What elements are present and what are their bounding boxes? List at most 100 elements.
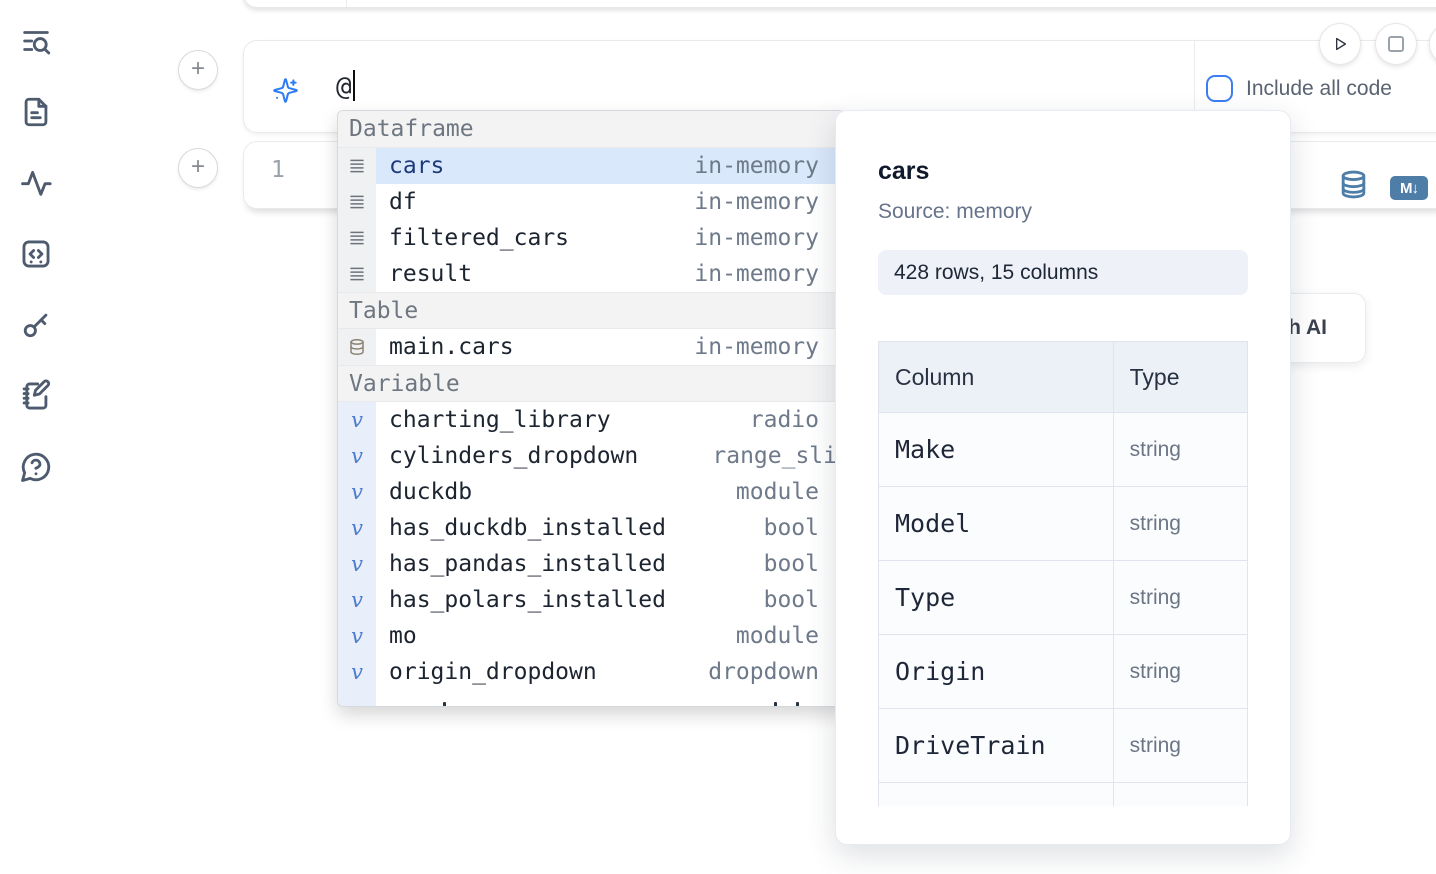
run-cell-button[interactable] (1319, 23, 1361, 65)
database-small-icon (338, 329, 376, 365)
autocomplete-option[interactable]: cars in-memory (338, 148, 844, 184)
rows-icon (338, 256, 376, 292)
autocomplete-option[interactable]: filtered_cars in-memory (338, 220, 844, 256)
option-label: has_polars_installed (389, 587, 666, 613)
schema-column-type: string (1112, 486, 1248, 561)
partial-glyph (774, 702, 777, 706)
variable-icon: v (338, 546, 376, 582)
option-detail: in-memory (694, 225, 819, 251)
option-label: filtered_cars (389, 225, 570, 251)
help-chat-icon[interactable] (19, 450, 53, 484)
option-label: has_pandas_installed (389, 551, 666, 577)
option-label: has_duckdb_installed (389, 515, 666, 541)
activity-icon[interactable] (19, 166, 53, 200)
left-toolbar (19, 24, 55, 484)
schema-column-type: string (1112, 634, 1248, 709)
include-all-code-label: Include all code (1246, 76, 1392, 100)
list-search-icon[interactable] (19, 24, 53, 58)
stop-icon (1388, 36, 1404, 52)
stop-cell-button[interactable] (1375, 23, 1417, 65)
option-detail: in-memory (694, 153, 819, 179)
key-icon[interactable] (19, 308, 53, 342)
schema-column-type (1112, 782, 1248, 806)
notebook-pen-icon[interactable] (19, 379, 53, 413)
ai-prompt-input[interactable]: @ (336, 70, 355, 102)
autocomplete-option[interactable]: v has_pandas_installed bool (338, 546, 844, 582)
schema-header-cell: Type (1112, 341, 1248, 413)
option-detail: module (735, 623, 819, 649)
schema-column-name: Origin (878, 634, 1114, 709)
variable-icon: v (338, 618, 376, 654)
markdown-convert-icon[interactable]: M↓ (1390, 176, 1428, 200)
code-cell-icon[interactable] (19, 237, 53, 271)
add-cell-above-button[interactable]: + (178, 50, 218, 90)
add-cell-below-button[interactable]: + (178, 148, 218, 188)
variable-icon: v (338, 510, 376, 546)
rows-icon (338, 184, 376, 220)
option-detail: dropdown (708, 659, 819, 685)
database-icon[interactable] (1338, 169, 1369, 200)
popup-title: cars (878, 157, 930, 185)
line-number: 1 (271, 157, 285, 183)
ai-box-divider (1194, 41, 1195, 132)
option-detail: bool (763, 551, 819, 577)
autocomplete-option[interactable]: df in-memory (338, 184, 844, 220)
option-label: duckdb (389, 479, 473, 505)
option-label: origin_dropdown (389, 659, 597, 685)
partial-glyph (443, 702, 446, 706)
variable-icon: v (338, 438, 376, 474)
schema-column-name: DriveTrain (878, 708, 1114, 783)
play-icon (1336, 37, 1347, 51)
autocomplete-option[interactable]: v has_duckdb_installed bool (338, 510, 844, 546)
schema-column-name: Model (878, 486, 1114, 561)
cell-gutter-divider (346, 0, 347, 7)
option-detail: bool (763, 515, 819, 541)
autocomplete-option[interactable]: v charting_library radio (338, 402, 844, 438)
variable-icon (338, 690, 376, 706)
autocomplete-section-dataframe: Dataframe (338, 111, 844, 148)
sparkles-ai-icon (272, 77, 299, 104)
text-caret (352, 70, 355, 101)
schema-row-partial (878, 782, 1248, 806)
dataframe-detail-popup: cars Source: memory 428 rows, 15 columns… (835, 110, 1291, 845)
autocomplete-option-partial[interactable] (338, 690, 844, 706)
variable-icon: v (338, 582, 376, 618)
option-detail: in-memory (694, 189, 819, 215)
include-all-code-row: Include all code (1206, 75, 1392, 102)
option-label: result (389, 261, 473, 287)
variable-icon: v (338, 402, 376, 438)
option-label: df (389, 189, 417, 215)
variable-icon: v (338, 474, 376, 510)
file-text-icon[interactable] (19, 95, 53, 129)
schema-column-type: string (1112, 560, 1248, 635)
option-detail: radio (749, 407, 819, 433)
partial-glyph (796, 702, 799, 706)
popup-shape-badge: 428 rows, 15 columns (878, 250, 1248, 295)
schema-column-type: string (1112, 708, 1248, 783)
schema-header-cell: Column (878, 341, 1114, 413)
option-label: cylinders_dropdown (389, 443, 639, 469)
option-label: cars (389, 153, 445, 179)
include-all-code-checkbox[interactable] (1206, 75, 1233, 102)
schema-column-type: string (1112, 412, 1248, 487)
option-detail: module (735, 479, 819, 505)
option-label: charting_library (389, 407, 611, 433)
